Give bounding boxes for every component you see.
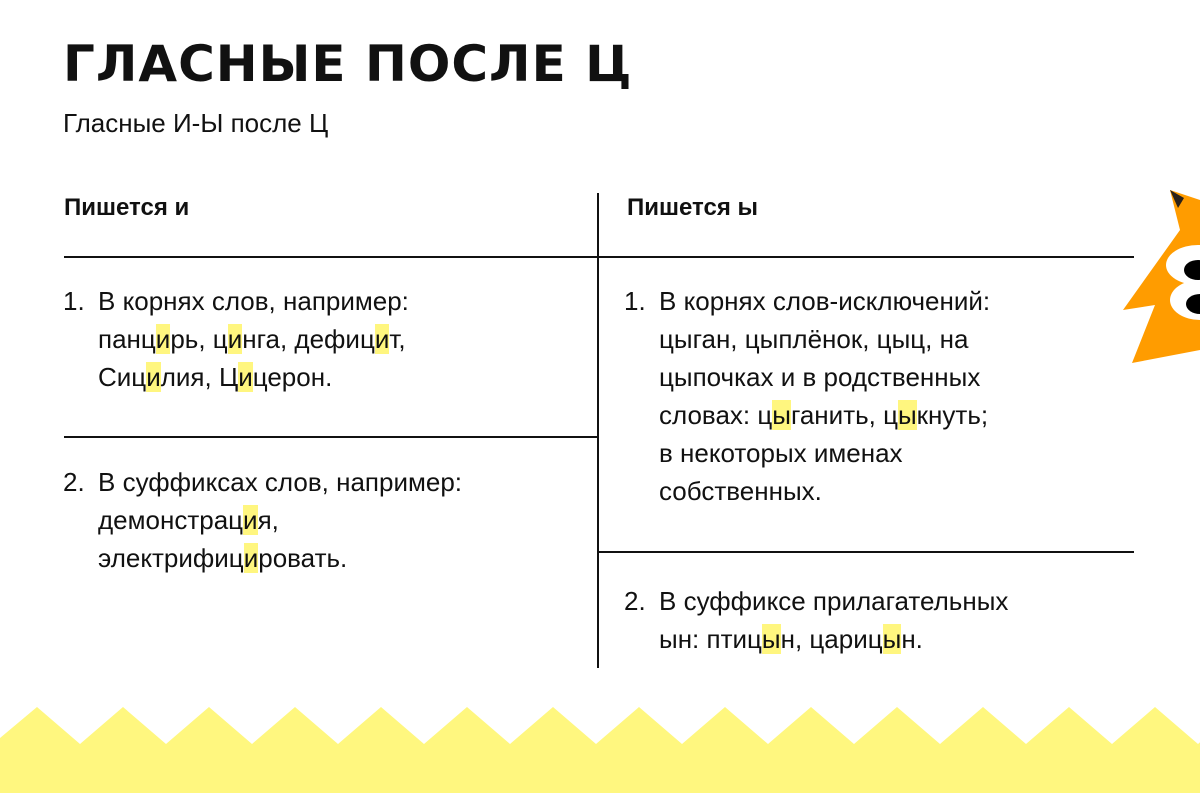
text-segment: В корнях слов-исключений: [659, 286, 991, 316]
highlighted-vowel: ы [761, 624, 781, 654]
highlighted-vowel: и [146, 362, 161, 392]
right-row-divider [598, 551, 1134, 553]
item-line: демонстрация, [98, 501, 462, 539]
text-segment: Сиц [98, 362, 147, 392]
highlighted-vowel: и [374, 324, 390, 354]
highlighted-vowel: и [243, 543, 259, 573]
item-line: В суффиксах слов, например: [98, 463, 462, 501]
rule-item: 1.В корнях слов, например:панцирь, цинга… [63, 282, 409, 396]
highlighted-vowel: ы [897, 400, 917, 430]
highlighted-vowel: и [227, 324, 243, 354]
item-line: цыпочках и в родственных [659, 358, 990, 396]
text-segment: н, цариц [780, 624, 883, 654]
column-header-y: Пишется ы [627, 194, 758, 221]
item-number: 2. [624, 586, 646, 616]
text-segment: рь, ц [170, 324, 228, 354]
left-row-divider [64, 436, 598, 438]
item-number: 1. [63, 286, 85, 316]
text-segment: электрифиц [98, 543, 244, 573]
text-segment: цыпочках и в родственных [659, 362, 981, 392]
text-segment: я, [257, 505, 279, 535]
text-segment: нга, дефиц [242, 324, 375, 354]
text-segment: т, [389, 324, 406, 354]
item-line: В корнях слов-исключений: [659, 282, 990, 320]
text-segment: панц [98, 324, 156, 354]
highlighted-vowel: ы [882, 624, 902, 654]
text-segment: В корнях слов, например: [98, 286, 409, 316]
column-divider [597, 193, 599, 668]
page-title: ГЛАСНЫЕ ПОСЛЕ Ц [63, 35, 633, 93]
text-segment: церон. [252, 362, 333, 392]
highlighted-vowel: ы [772, 400, 791, 430]
item-line: цыган, цыплёнок, цыц, на [659, 320, 990, 358]
text-segment: словах: ц [659, 400, 773, 430]
text-segment: цыган, цыплёнок, цыц, на [659, 324, 969, 354]
item-number: 1. [624, 286, 646, 316]
text-segment: ганить, ц [790, 400, 898, 430]
item-line: панцирь, цинга, дефицит, [98, 320, 409, 358]
highlighted-vowel: и [243, 505, 258, 535]
item-number: 2. [63, 467, 85, 497]
text-segment: лия, Ц [160, 362, 239, 392]
text-segment: н. [901, 624, 923, 654]
item-line: электрифицировать. [98, 539, 462, 577]
highlighted-vowel: и [155, 324, 171, 354]
text-segment: собственных. [659, 476, 822, 506]
column-header-i: Пишется и [64, 194, 190, 221]
text-segment: кнуть; [916, 400, 989, 430]
item-line: В корнях слов, например: [98, 282, 409, 320]
text-segment: демонстрац [98, 505, 244, 535]
item-line: Сицилия, Цицерон. [98, 358, 409, 396]
fox-mascot-icon [1123, 190, 1200, 363]
text-segment: в некоторых именах [659, 438, 903, 468]
item-line: ын: птицын, царицын. [659, 620, 1008, 658]
text-segment: ын: птиц [659, 624, 762, 654]
zigzag-decoration [0, 707, 1200, 793]
zigzag-shape [0, 707, 1200, 793]
item-line: собственных. [659, 472, 990, 510]
text-segment: В суффиксах слов, например: [98, 467, 463, 497]
text-segment: ровать. [258, 543, 348, 573]
rule-item: 2.В суффиксах слов, например:демонстраци… [63, 463, 462, 577]
header-divider [64, 256, 1134, 258]
item-line: словах: цыганить, цыкнуть; [659, 396, 990, 434]
item-line: В суффиксе прилагательных [659, 582, 1008, 620]
rule-item: 1. В корнях слов-исключений: цыган, цыплён… [624, 282, 990, 510]
text-segment: В суффиксе прилагательных [659, 586, 1009, 616]
highlighted-vowel: и [238, 362, 253, 392]
item-line: в некоторых именах [659, 434, 990, 472]
page-subtitle: Гласные И-Ы после Ц [63, 108, 329, 138]
